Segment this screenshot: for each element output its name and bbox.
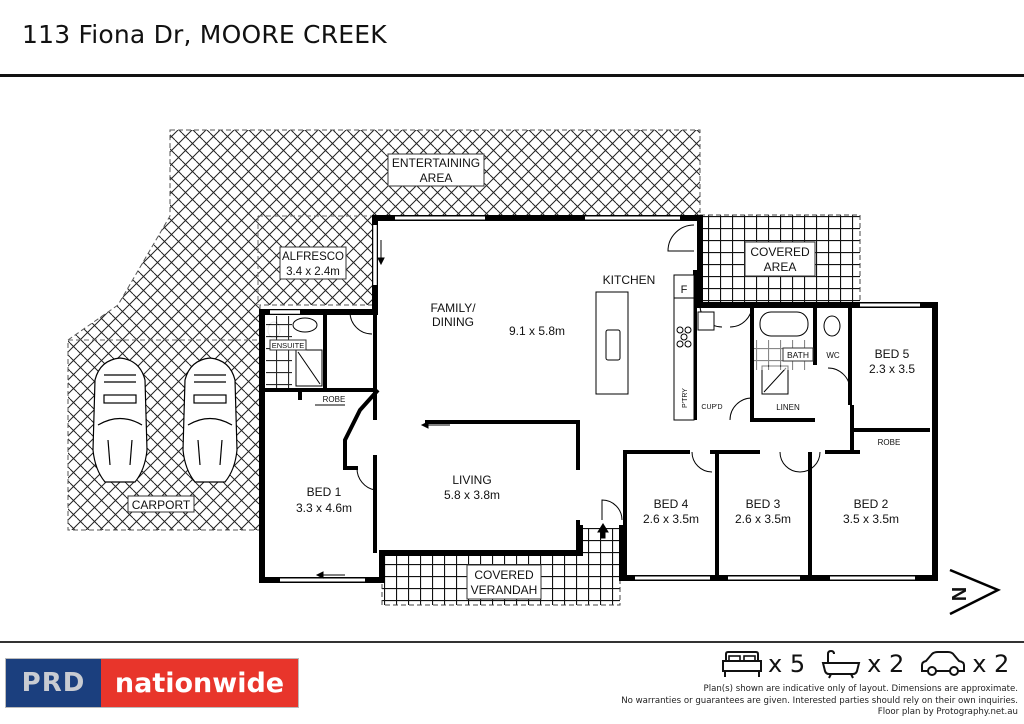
carport-label: CARPORT [132, 498, 191, 512]
carport-cars [92, 357, 238, 483]
page-title: 113 Fiona Dr, MOORE CREEK [22, 20, 387, 49]
bedroom-count: x 5 [768, 650, 806, 678]
car-icon [921, 651, 966, 676]
disclaimer-line: Plan(s) shown are indicative only of lay… [703, 684, 1018, 694]
ensuite-label: ENSUITE [272, 341, 305, 350]
car-count: x 2 [972, 650, 1010, 678]
stat-car-spaces: x 2 [918, 649, 1009, 679]
disclaimer: Plan(s) shown are indicative only of lay… [621, 684, 1018, 719]
bed3-size: 2.6 x 3.5m [735, 512, 791, 526]
car-right [182, 357, 238, 483]
wc-label: WC [826, 351, 840, 360]
cupboard-label: CUP'D [701, 404, 722, 411]
disclaimer-line: No warranties or guarantees are given. I… [621, 695, 1018, 706]
footer-divider [0, 641, 1024, 643]
verandah-label-2: VERANDAH [471, 583, 538, 597]
kitchen-label: KITCHEN [603, 273, 656, 287]
bed4-label: BED 4 [654, 497, 689, 511]
bathtub-icon [821, 649, 861, 679]
property-stats: x 5 x 2 x 2 [720, 648, 1009, 680]
bed1-size: 3.3 x 4.6m [296, 501, 352, 515]
kitchen-fixtures [267, 274, 841, 421]
pantry-label: P'TRY [682, 388, 689, 408]
bed-icon [722, 651, 762, 677]
bathroom-count: x 2 [867, 650, 905, 678]
compass-label: N [949, 587, 971, 601]
family-dining-size: 9.1 x 5.8m [509, 324, 565, 338]
covered-area-label-1: COVERED [750, 245, 810, 259]
bed5-size: 2.3 x 3.5 [869, 362, 915, 376]
bed4-size: 2.6 x 3.5m [643, 512, 699, 526]
bath-label: BATH [787, 350, 809, 360]
prd-nationwide-logo: PRD nationwide [5, 658, 299, 708]
bed3-label: BED 3 [746, 497, 781, 511]
header-divider [0, 74, 1024, 77]
floor-plan: ENTERTAINING AREA ALFRESCO 3.4 x 2.4m CO… [67, 129, 1002, 616]
bed2-label: BED 2 [854, 497, 889, 511]
stat-bedrooms: x 5 [720, 649, 805, 679]
entertaining-label-1: ENTERTAINING [392, 156, 480, 170]
verandah-label-1: COVERED [474, 568, 534, 582]
bed2-size: 3.5 x 3.5m [843, 512, 899, 526]
car-left [92, 357, 148, 483]
robe1-label: ROBE [323, 395, 346, 404]
fridge-label: F [681, 284, 688, 296]
logo-nationwide: nationwide [101, 659, 298, 707]
north-compass-icon: N [949, 568, 1002, 616]
family-dining-label-2: DINING [432, 315, 474, 329]
living-size: 5.8 x 3.8m [444, 488, 500, 502]
logo-prd: PRD [6, 659, 101, 707]
living-label: LIVING [452, 473, 491, 487]
bed5-label: BED 5 [875, 347, 910, 361]
entertaining-label-2: AREA [420, 171, 453, 185]
stat-bathrooms: x 2 [819, 649, 904, 679]
alfresco-label: ALFRESCO [282, 251, 344, 263]
alfresco-size: 3.4 x 2.4m [286, 266, 340, 278]
robe2-label: ROBE [878, 438, 901, 447]
covered-area-label-2: AREA [764, 260, 797, 274]
disclaimer-line: Floor plan by Protography.net.au [877, 707, 1018, 717]
linen-label: LINEN [776, 403, 800, 412]
interior-walls [262, 270, 930, 578]
bed1-label: BED 1 [307, 485, 342, 499]
family-dining-label-1: FAMILY/ [430, 301, 476, 315]
